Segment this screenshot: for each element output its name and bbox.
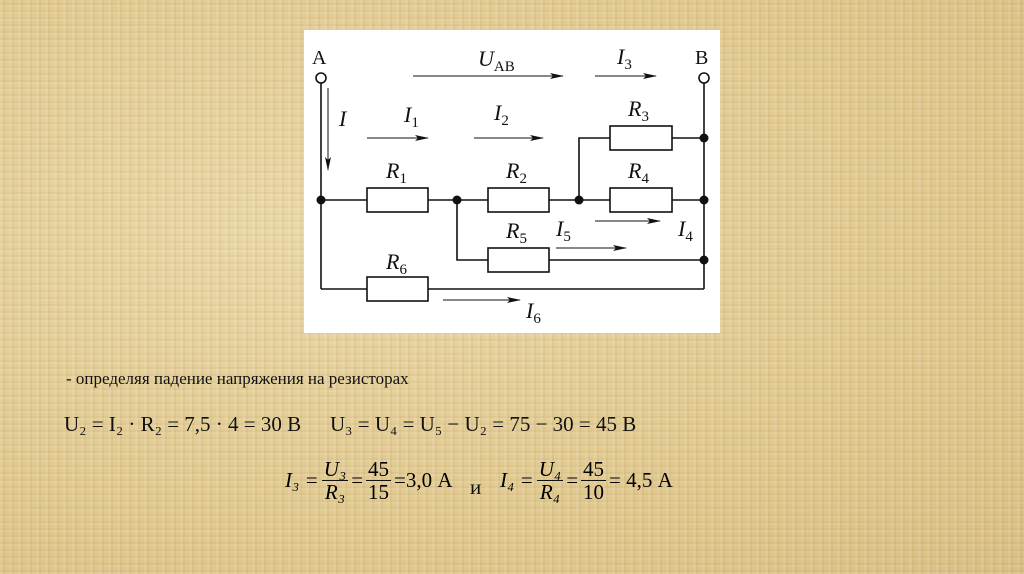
label-i6: I6 xyxy=(525,298,541,327)
label-r2: R2 xyxy=(505,158,527,187)
label-i: I xyxy=(338,106,348,131)
resistor-r5 xyxy=(487,247,550,273)
fraction-denominator: R₄ xyxy=(539,480,561,505)
fraction-numerator: U₃ xyxy=(321,457,349,482)
label-r1: R1 xyxy=(385,158,407,187)
terminal-b-circle xyxy=(698,72,710,84)
label-i3: I3 xyxy=(616,44,632,73)
label-r4: R4 xyxy=(627,158,649,187)
fraction-denominator: 15 xyxy=(368,480,390,505)
intro-text: - определяя падение напряжения на резист… xyxy=(66,369,409,388)
label-i5: I5 xyxy=(555,216,571,245)
resistor-r1 xyxy=(366,187,429,213)
terminal-a-label: A xyxy=(312,47,327,69)
eq3-lhs: I₃ = xyxy=(285,468,319,493)
fraction-denominator: R₃ xyxy=(324,480,346,505)
terminal-b-label: B xyxy=(695,47,708,69)
equation-u3-u4: U₃ = U₄ = U₅ − U₂ = 75 − 30 = 45 В xyxy=(330,412,637,436)
resistor-r4 xyxy=(609,187,673,213)
fraction-numerator: U₄ xyxy=(536,457,564,482)
circuit-svg: A B UAB I3 I I1 I2 R3 R1 R2 R4 R5 I5 I4 … xyxy=(312,44,710,327)
eq4-equals: = xyxy=(566,468,579,493)
circuit-diagram: A B UAB I3 I I1 I2 R3 R1 R2 R4 R5 I5 I4 … xyxy=(304,30,720,333)
label-i4: I4 xyxy=(677,216,693,245)
eq3-equals: = xyxy=(351,468,364,493)
label-i2: I2 xyxy=(493,100,509,129)
fraction-numerator: 45 xyxy=(366,457,392,482)
label-i1: I1 xyxy=(403,102,419,131)
resistor-r6 xyxy=(366,276,429,302)
resistor-r2 xyxy=(487,187,550,213)
label-r6: R6 xyxy=(385,249,407,278)
equation-u2: U₂ = I₂ · R₂ = 7,5 · 4 = 30 В xyxy=(64,412,302,436)
eq4-result: = 4,5 А xyxy=(609,468,673,493)
resistor-r3 xyxy=(609,125,673,151)
label-uab: UAB xyxy=(478,46,515,75)
label-r5: R5 xyxy=(505,218,527,247)
fraction-numerator: 45 xyxy=(581,457,607,482)
junction-nodes xyxy=(316,133,709,265)
terminal-a-circle xyxy=(315,72,327,84)
fraction-denominator: 10 xyxy=(583,480,605,505)
label-r3: R3 xyxy=(627,96,649,125)
eq4-lhs: I₄ = xyxy=(500,468,534,493)
conjunction: и xyxy=(470,475,482,499)
eq3-result: =3,0 А xyxy=(394,468,453,493)
